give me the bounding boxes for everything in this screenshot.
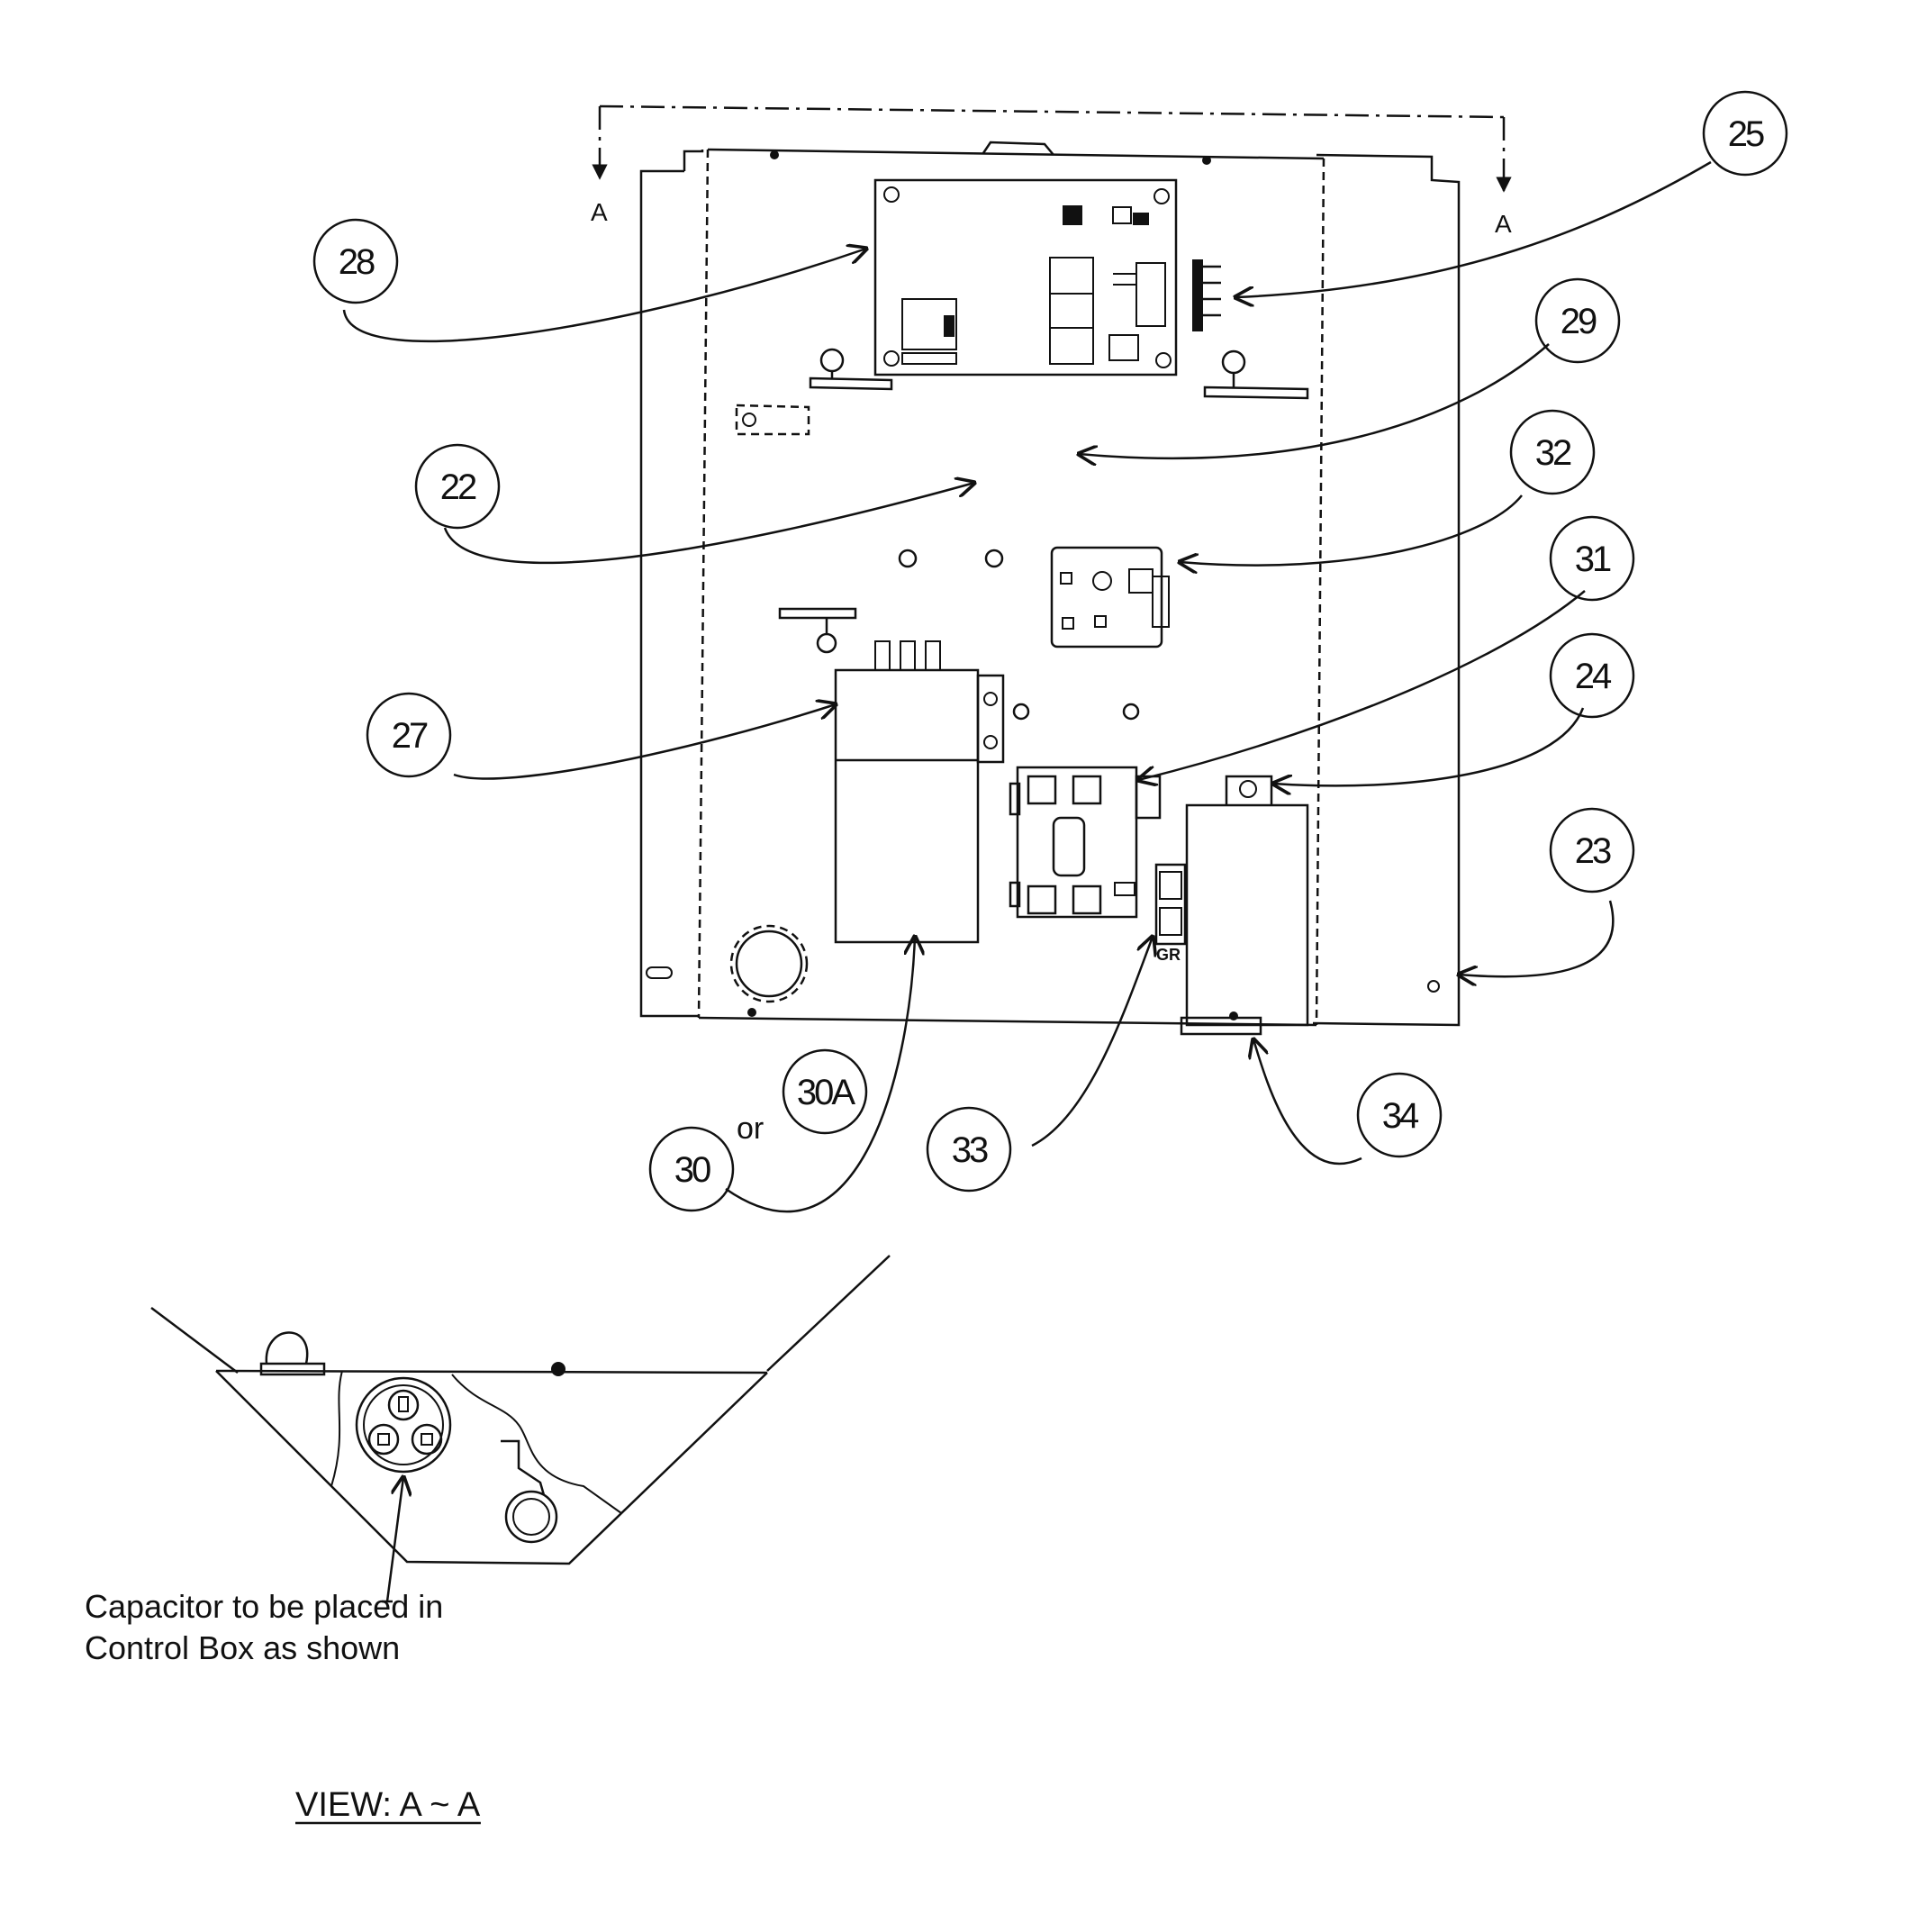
callout-24: 24 xyxy=(1549,632,1635,719)
contactor xyxy=(1009,766,1162,919)
callout-30a-label: 30A xyxy=(797,1073,855,1112)
callout-33-label: 33 xyxy=(952,1130,988,1170)
callout-23: 23 xyxy=(1549,807,1635,893)
view-title: VIEW: A ~ A xyxy=(295,1786,481,1824)
callout-32: 32 xyxy=(1509,409,1596,495)
callout-24-label: 24 xyxy=(1575,657,1612,696)
callout-22: 22 xyxy=(414,443,501,530)
callout-30: 30 xyxy=(648,1126,735,1212)
section-line-a-a: A A xyxy=(591,104,1512,238)
callout-29-label: 29 xyxy=(1561,302,1597,341)
mounting-hole xyxy=(1012,703,1030,721)
callout-30-label: 30 xyxy=(674,1150,710,1190)
small-circuit-board xyxy=(1050,546,1170,649)
callout-27-label: 27 xyxy=(392,716,428,756)
callout-29: 29 xyxy=(1534,277,1621,364)
callout-33: 33 xyxy=(926,1106,1012,1193)
caption-line-1: Capacitor to be placed in xyxy=(85,1588,443,1625)
callout-22-label: 22 xyxy=(440,467,476,507)
callout-28: 28 xyxy=(312,218,399,304)
plug-connector xyxy=(1192,259,1221,331)
callout-23-label: 23 xyxy=(1575,831,1611,871)
leader-lines xyxy=(342,160,1712,1213)
section-marker-left: A xyxy=(591,198,608,226)
callout-31-label: 31 xyxy=(1575,540,1611,579)
callout-28-label: 28 xyxy=(339,242,375,282)
or-label: or xyxy=(737,1111,764,1146)
callout-34: 34 xyxy=(1356,1072,1443,1158)
control-board xyxy=(809,178,1309,400)
capacitor-top-view xyxy=(355,1376,452,1474)
knockout-hole xyxy=(729,924,809,1003)
terminal-label: GR xyxy=(1156,946,1181,964)
mounting-hole xyxy=(984,549,1004,568)
section-view-a-a xyxy=(150,1255,891,1603)
callout-31: 31 xyxy=(1549,515,1635,602)
terminal-cover xyxy=(1180,775,1309,1036)
callout-34-label: 34 xyxy=(1382,1096,1419,1136)
bracket xyxy=(778,607,857,654)
mounting-hole xyxy=(1122,703,1140,721)
control-box-panel xyxy=(639,150,1461,1027)
section-marker-right: A xyxy=(1495,210,1512,238)
ground-terminal: GR xyxy=(1154,863,1187,964)
caption-line-2: Control Box as shown xyxy=(85,1629,400,1666)
mounting-plate xyxy=(697,141,1325,1027)
callout-30a: 30A xyxy=(782,1048,868,1135)
run-capacitor xyxy=(834,640,1005,944)
mounting-hole xyxy=(898,549,918,568)
capacitor-clamp xyxy=(501,1439,558,1544)
callout-25-label: 25 xyxy=(1728,114,1764,154)
callout-25: 25 xyxy=(1702,90,1788,177)
callout-27: 27 xyxy=(366,692,452,778)
callout-32-label: 32 xyxy=(1535,433,1571,473)
